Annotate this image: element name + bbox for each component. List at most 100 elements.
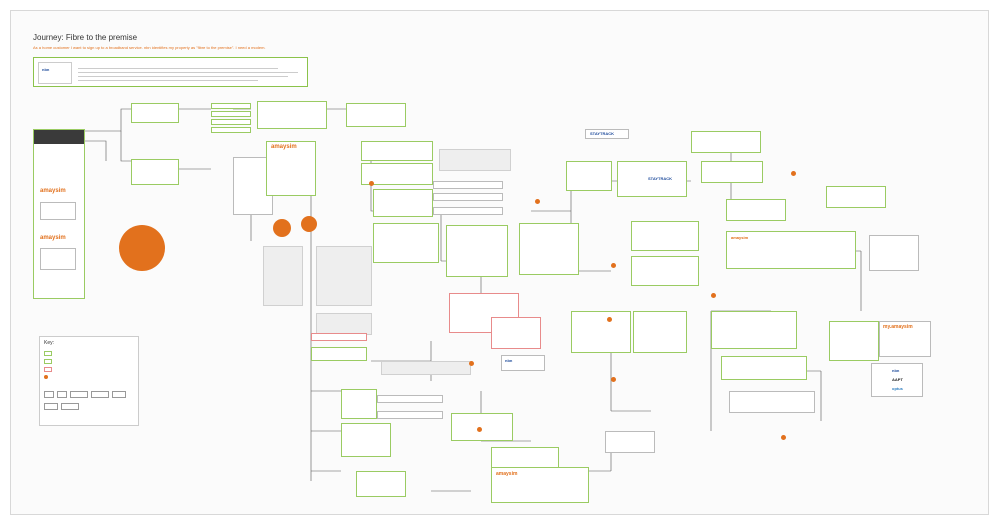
service-class-box <box>211 111 251 117</box>
touchpoint-dot <box>611 263 616 268</box>
system-note <box>439 149 511 171</box>
billing-step <box>829 321 879 361</box>
aapt-logo: AAPT <box>892 377 903 382</box>
decision-node <box>301 216 317 232</box>
appointment-step <box>446 225 508 277</box>
text-line <box>78 76 288 77</box>
system-step <box>433 181 503 189</box>
nbn-logo-2: nbn <box>892 368 900 373</box>
legend-title: Key: <box>44 340 55 346</box>
reminder-step <box>631 256 699 286</box>
intro-panel: nbn <box>33 57 308 87</box>
tracking-step <box>701 161 763 183</box>
touchpoint-dot <box>781 435 786 440</box>
system-step <box>433 193 503 201</box>
legend-chip <box>112 391 126 398</box>
confirmation-step <box>311 347 367 361</box>
journey-title: Journey: Fibre to the premise <box>33 33 138 42</box>
amaysim-logo-3: amaysim <box>271 144 297 150</box>
amaysim-signup-card: amaysim <box>266 141 316 196</box>
touchpoint-dot <box>791 171 796 176</box>
activation-step <box>711 311 797 349</box>
address-check-step <box>131 103 179 123</box>
order-step <box>311 333 367 341</box>
register-interest-step <box>257 101 327 129</box>
modem-setup-step <box>826 186 886 208</box>
modem-delivery-step <box>691 131 761 153</box>
system-step <box>433 207 503 215</box>
installation-step <box>633 311 687 353</box>
decision-node-large <box>119 225 165 271</box>
my-amaysim-card: my.amaysim <box>879 321 931 357</box>
provider-logos-2: nbn AAPT optus <box>871 363 923 397</box>
support-contact-step <box>491 317 541 349</box>
legend-chip <box>44 391 54 398</box>
legend-row <box>44 359 55 364</box>
note-grey-box <box>316 246 372 306</box>
legend-row <box>44 351 55 356</box>
nbn-logo-thumbnail: nbn <box>38 62 72 84</box>
amaysim-logo-5: amaysim <box>496 471 518 477</box>
text-line <box>78 80 258 81</box>
staytrack-logo: STAYTRACK <box>648 176 673 181</box>
ready-to-connect-card: amaysim <box>726 231 856 269</box>
address-check-card <box>40 248 76 270</box>
customer-detail-step <box>361 163 433 185</box>
system-step <box>377 411 443 419</box>
legend-row <box>44 375 51 379</box>
touchpoint-dot <box>611 377 616 382</box>
touchpoint-dot <box>535 199 540 204</box>
staytrack-step: STAYTRACK <box>617 161 687 197</box>
technician-booking-step <box>373 223 439 263</box>
address-check-step-2 <box>131 159 179 185</box>
system-note <box>381 361 471 375</box>
customer-detail-step <box>361 141 433 161</box>
delivery-step <box>726 199 786 221</box>
legend-key: Key: <box>39 336 139 426</box>
journey-map-canvas: Journey: Fibre to the premise As a home … <box>10 10 989 515</box>
connection-test-step <box>721 356 807 380</box>
touchpoint-dot <box>607 317 612 322</box>
appointment-detail-step <box>519 223 579 275</box>
staytrack-logo-2: STAYTRACK <box>590 131 615 136</box>
amaysim-logo-4: amaysim <box>731 235 749 240</box>
legend-chip <box>44 403 58 410</box>
optus-logo: optus <box>892 386 903 391</box>
note-grey-box <box>263 246 303 306</box>
service-class-box <box>211 119 251 125</box>
nbn-connection-step <box>341 389 377 419</box>
touchpoint-dot <box>469 361 474 366</box>
confirmation-sms-step <box>631 221 699 251</box>
legend-chip <box>70 391 88 398</box>
ready-to-connect-card-2: amaysim <box>491 467 589 503</box>
service-class-box <box>211 103 251 109</box>
touchpoint-dot <box>711 293 716 298</box>
note-grey-box <box>316 313 372 335</box>
technician-visit-step <box>571 311 631 353</box>
journey-subtitle: As a home customer I want to sign up to … <box>33 45 266 50</box>
notification-step-2 <box>451 413 513 441</box>
provider-logos: nbn <box>501 355 545 371</box>
service-class-box <box>211 127 251 133</box>
touchpoint-dot <box>369 181 374 186</box>
legend-chip <box>91 391 109 398</box>
notification-step <box>566 161 612 191</box>
text-line <box>78 72 298 73</box>
amaysim-logo-1: amaysim <box>40 188 66 194</box>
touchpoint-dot <box>477 427 482 432</box>
nbn-logo-text: nbn <box>42 67 50 72</box>
legend-chip <box>57 391 67 398</box>
amaysim-logo-2: amaysim <box>40 235 66 241</box>
support-step <box>869 235 919 271</box>
nbn-logo: nbn <box>505 358 513 363</box>
phone-mockup: amaysim amaysim <box>33 129 85 299</box>
system-step <box>377 395 443 403</box>
modem-install-step <box>605 431 655 453</box>
email-step <box>346 103 406 127</box>
plan-options-card <box>40 202 76 220</box>
text-line <box>78 68 278 69</box>
service-confirmation-step <box>356 471 406 497</box>
appointment-change-step <box>341 423 391 457</box>
decision-node <box>273 219 291 237</box>
staytrack-header: STAYTRACK <box>585 129 629 139</box>
